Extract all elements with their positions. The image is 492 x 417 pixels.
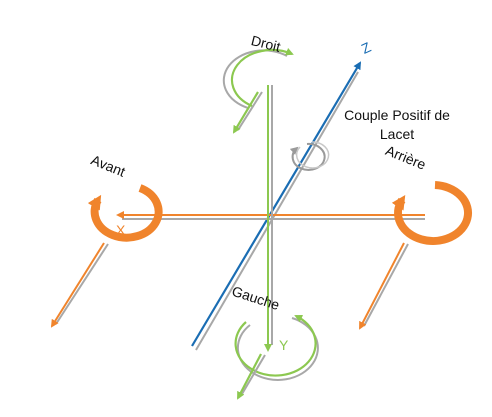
motor-rear (359, 181, 473, 330)
yaw-caption-line1: Couple Positif de (344, 107, 450, 123)
yaw-torque-icon (289, 141, 330, 171)
label-left: Gauche (230, 283, 282, 313)
label-right: Droit (250, 32, 283, 55)
motor-left (234, 314, 319, 400)
motor-right (222, 47, 294, 134)
label-front: Avant (89, 152, 128, 180)
yaw-caption-line2: Lacet (380, 126, 414, 142)
z-axis-shadow (195, 71, 359, 351)
axis-y-label: Y (279, 337, 289, 353)
label-rear: Arrière (383, 142, 428, 173)
z-axis (191, 61, 362, 347)
motor-front (50, 184, 163, 328)
axis-z-label: Z (359, 39, 374, 57)
axis-x-label: X (116, 222, 126, 238)
